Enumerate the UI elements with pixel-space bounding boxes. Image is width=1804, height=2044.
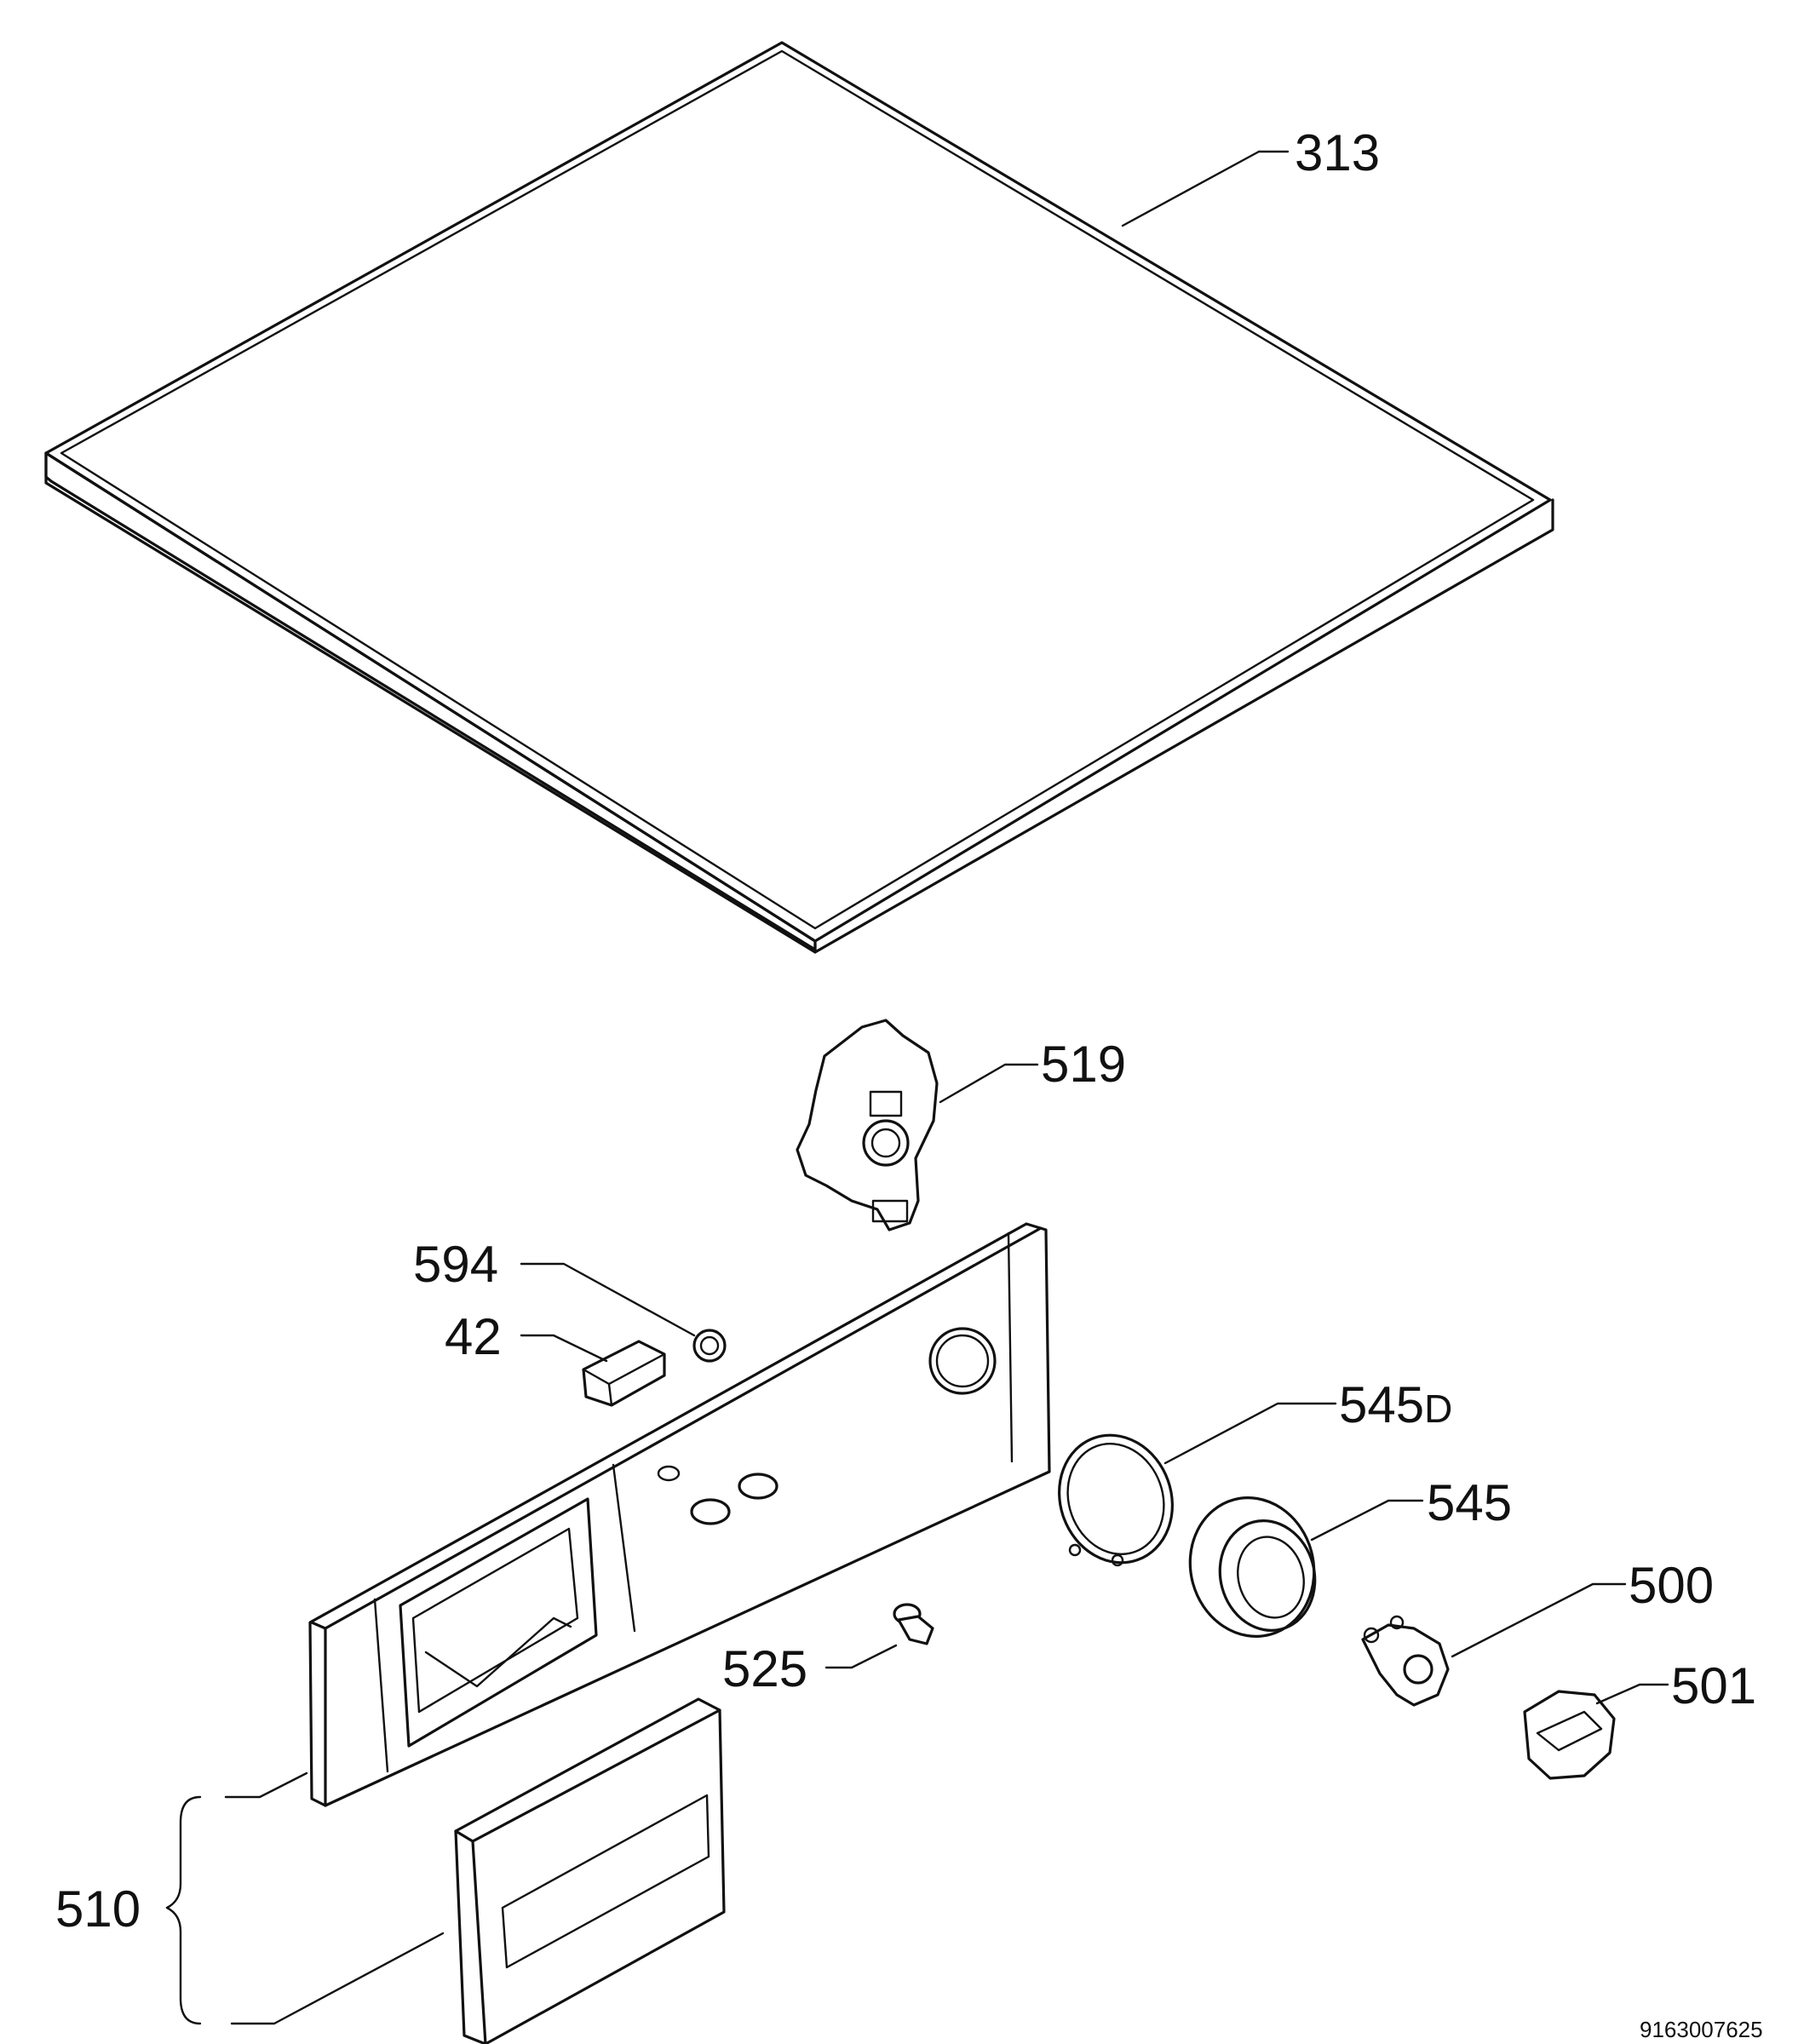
leader-42 <box>520 1334 608 1363</box>
leader-501 <box>1595 1683 1669 1705</box>
door-pin <box>893 1603 934 1645</box>
part-label-545: 545 <box>1427 1474 1512 1531</box>
leader-525 <box>824 1644 898 1669</box>
bracket-510 <box>165 1795 202 2025</box>
part-label-510: 510 <box>55 1880 141 1938</box>
part-label-501: 501 <box>1671 1657 1756 1714</box>
top-cover-panel <box>44 41 1554 954</box>
part-label-525: 525 <box>722 1640 807 1697</box>
leader-545 <box>1310 1499 1424 1542</box>
part-label-545d: 545D <box>1339 1376 1452 1433</box>
leader-545d <box>1163 1402 1337 1465</box>
leader-510-upper <box>224 1771 308 1799</box>
selector-knob <box>1188 1496 1317 1638</box>
part-label-519: 519 <box>1041 1036 1126 1093</box>
part-label-500: 500 <box>1629 1557 1714 1614</box>
leader-500 <box>1451 1582 1627 1658</box>
part-label-313: 313 <box>1295 124 1380 181</box>
control-panel-fascia <box>308 1222 1051 1807</box>
document-code: 9163007625 <box>1640 2017 1763 2042</box>
leader-519 <box>939 1063 1039 1104</box>
selector-bracket <box>796 1019 939 1232</box>
leader-594 <box>520 1262 696 1337</box>
dispenser-drawer-front <box>454 1697 726 2044</box>
part-label-545d-number: 545 <box>1339 1376 1424 1433</box>
indicator-lens <box>692 1329 727 1363</box>
leader-313 <box>1121 150 1261 227</box>
small-knob <box>1523 1690 1616 1780</box>
part-label-594: 594 <box>413 1236 498 1293</box>
rocker-switch <box>582 1340 666 1407</box>
switch-mechanism <box>1361 1615 1450 1707</box>
part-label-545d-suffix: D <box>1424 1387 1452 1431</box>
knob-ring-seal <box>1058 1433 1174 1567</box>
part-label-42: 42 <box>445 1308 502 1365</box>
leader-510-lower <box>230 1932 445 2025</box>
